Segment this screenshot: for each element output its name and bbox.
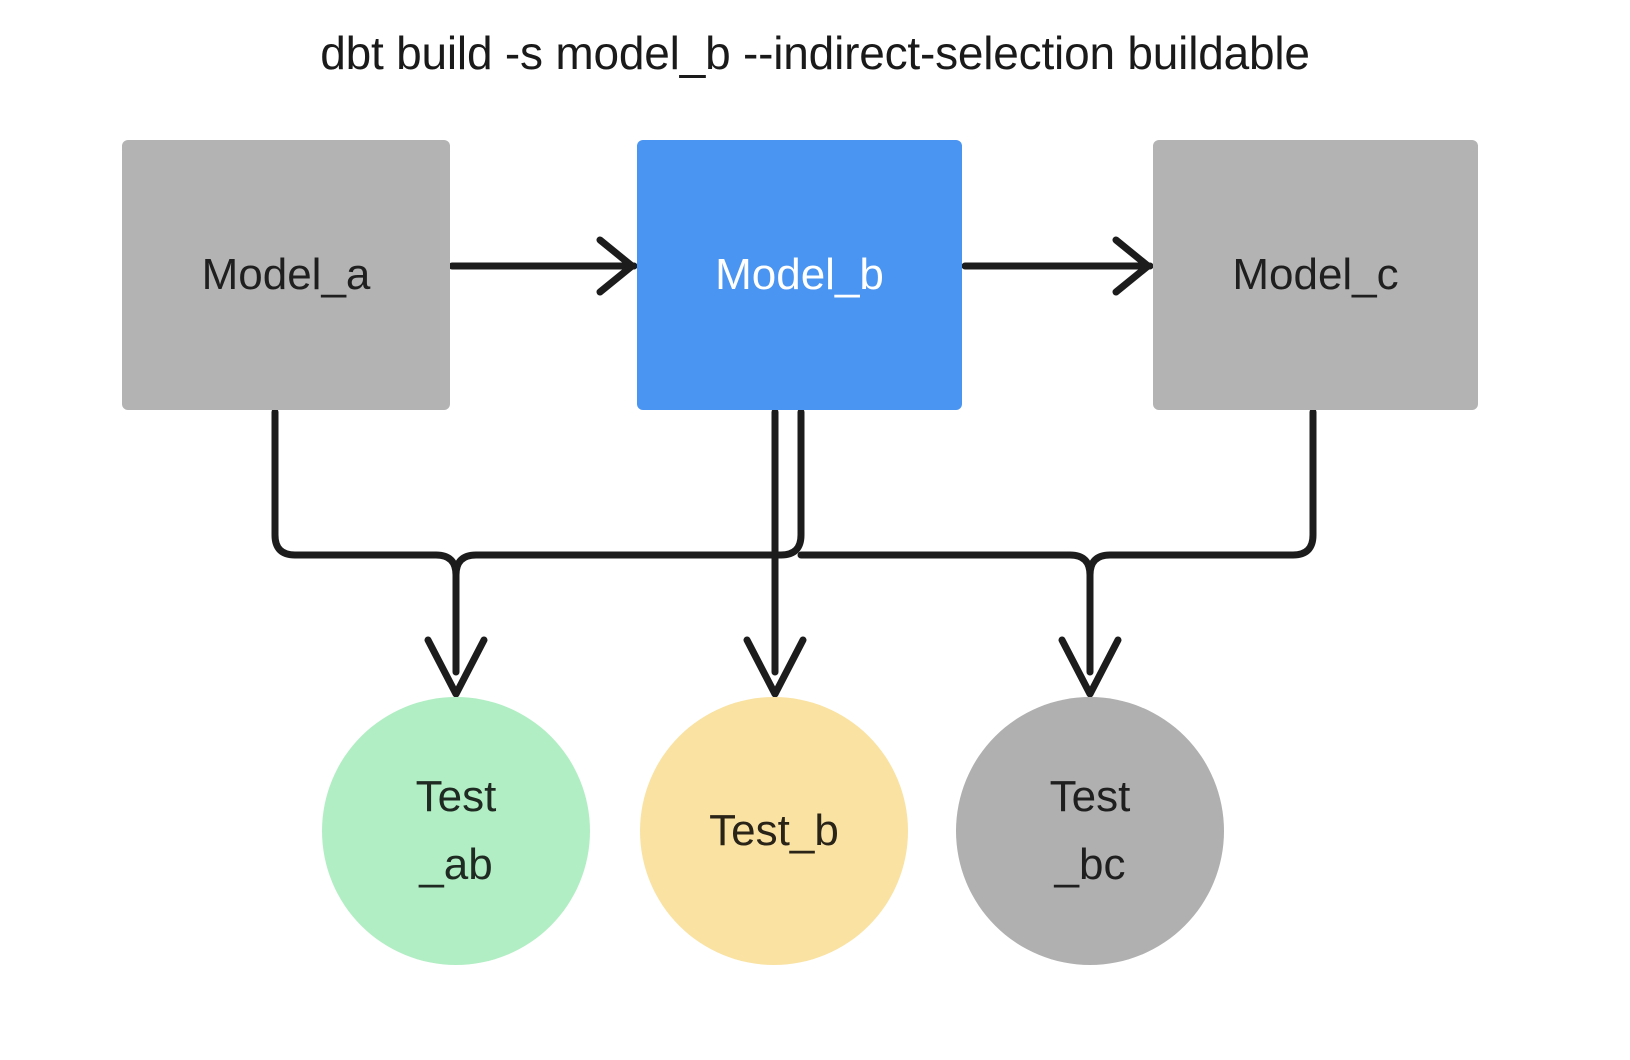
node-test-ab-label-line2: _ab <box>419 840 493 889</box>
node-test-bc-label-line2: _bc <box>1054 840 1126 889</box>
node-model-c[interactable]: Model_c <box>1153 140 1478 410</box>
edge-model-b-to-test-ab <box>452 408 805 579</box>
node-test-ab-label-line1: Test <box>415 771 497 821</box>
node-test-bc-label-line1: Test <box>1049 771 1131 821</box>
node-test-ab[interactable]: Test _ab <box>322 697 590 965</box>
edge-model-c-to-test-bc <box>1086 408 1317 579</box>
edge-model-b-to-test-b <box>743 408 807 698</box>
node-model-a-label: Model_a <box>201 249 371 299</box>
diagram-title: dbt build -s model_b --indirect-selectio… <box>320 27 1310 79</box>
node-model-a[interactable]: Model_a <box>122 140 450 410</box>
node-test-b-label-line1: Test_b <box>709 805 839 855</box>
node-model-b-label: Model_b <box>715 249 884 299</box>
edge-model-a-to-model-b <box>448 236 638 296</box>
node-test-bc[interactable]: Test _bc <box>956 697 1224 965</box>
node-model-b[interactable]: Model_b <box>637 140 962 410</box>
edge-model-a-to-test-ab <box>271 408 488 698</box>
edge-model-b-to-test-bc <box>797 551 1122 698</box>
node-test-b[interactable]: Test_b <box>640 697 908 965</box>
node-model-c-label: Model_c <box>1232 249 1399 299</box>
edge-model-b-to-model-c <box>961 236 1154 296</box>
